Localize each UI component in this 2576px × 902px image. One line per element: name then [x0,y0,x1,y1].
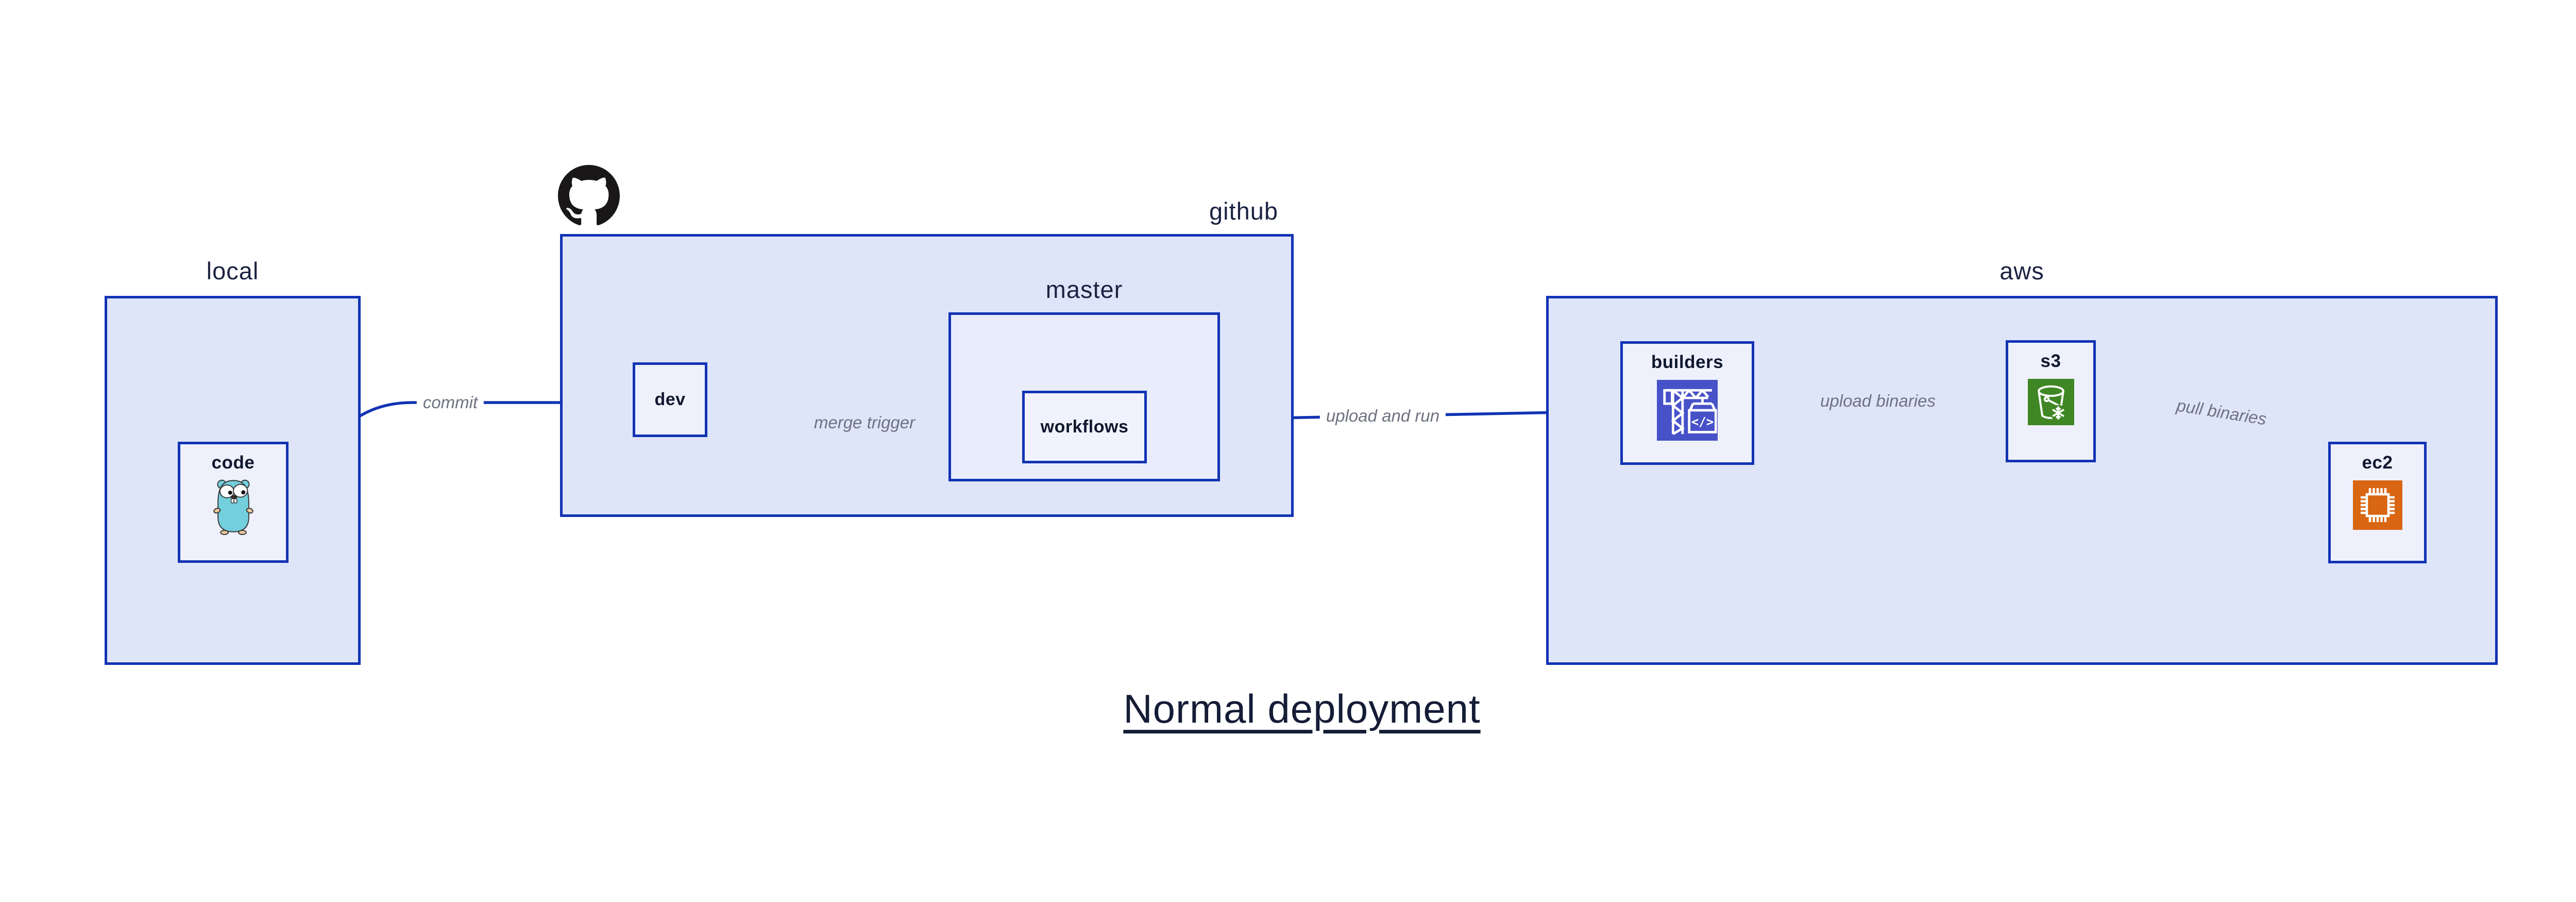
ec2-chip-icon [2352,480,2402,530]
edge-commit-label: commit [416,392,484,413]
ec2-node: ec2 [2328,442,2427,563]
github-container-label: github [1209,197,1278,225]
go-gopher-icon [213,477,254,535]
s3-bucket-snowflake-icon [2027,379,2074,425]
s3-node: s3 [2006,340,2096,462]
workflows-node: workflows [1022,391,1147,463]
local-container-label: local [206,257,259,285]
workflows-node-label: workflows [1040,417,1129,437]
s3-node-label: s3 [2040,351,2061,371]
diagram-title: Normal deployment [1123,686,1481,731]
ec2-node-label: ec2 [2362,453,2393,473]
code-node-label: code [211,453,255,473]
code-node: code [178,442,289,563]
builders-node: builders </> [1620,341,1754,465]
codebuild-crane-icon: </> [1657,380,1718,441]
svg-text:</>: </> [1691,414,1714,429]
aws-container-label: aws [1999,257,2044,285]
edge-merge-trigger-label: merge trigger [807,412,922,433]
dev-node-label: dev [654,390,686,409]
edge-upload-and-run-label: upload and run [1319,405,1446,427]
github-octocat-logo [558,165,620,227]
master-container-label: master [1045,276,1123,303]
builders-node-label: builders [1651,352,1724,372]
title-row: Normal deployment [0,686,2576,732]
edge-upload-binaries-label: upload binaries [1814,390,1942,412]
dev-node: dev [633,362,707,437]
